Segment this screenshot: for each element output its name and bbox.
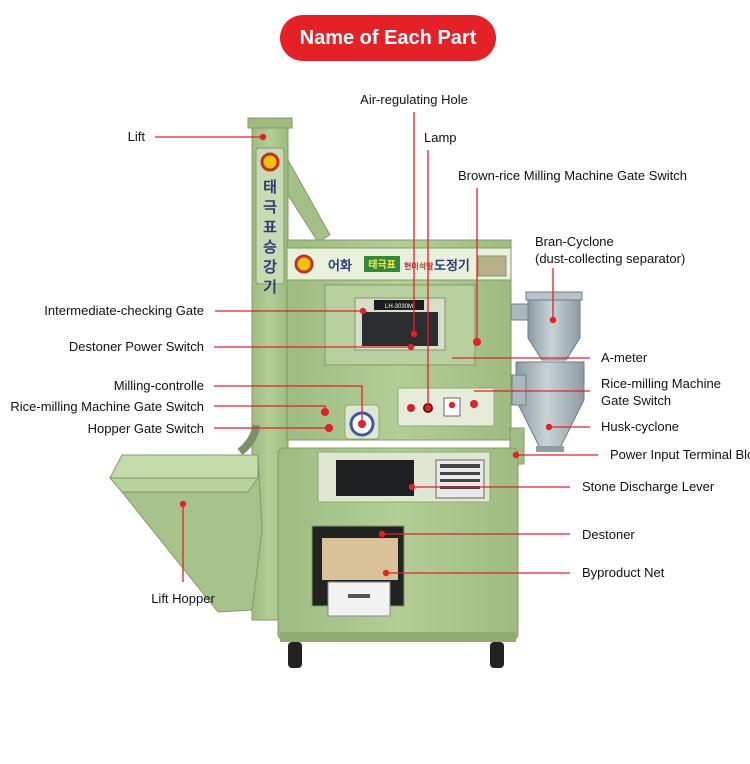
label-stone-discharge-lever: Stone Discharge Lever — [582, 479, 715, 494]
lift-brand-char: 극 — [263, 198, 277, 216]
label-destoner: Destoner — [582, 527, 635, 542]
destoner-power-switch-knob[interactable] — [407, 404, 415, 412]
inspection-window — [362, 312, 438, 346]
lift-brand-char: 기 — [263, 278, 277, 296]
dot-rice-milling-gate-switch-right — [470, 400, 478, 408]
caster-wheel — [490, 642, 504, 668]
label-destoner-power-switch: Destoner Power Switch — [69, 339, 204, 354]
dot-intermediate-checking-gate — [359, 307, 367, 315]
brand-emblem-icon — [260, 152, 280, 172]
caster-wheel — [288, 642, 302, 668]
lift-brand-char: 강 — [263, 258, 277, 276]
dot-hopper-gate-switch — [325, 424, 333, 432]
dot-power-input-terminal — [512, 451, 520, 459]
brand-emblem-icon — [294, 254, 314, 274]
brand-product: 도정기 — [434, 258, 470, 274]
dot-stone-discharge-lever — [408, 483, 416, 491]
label-rice-milling-gate-switch-right: Rice-milling Machine — [601, 376, 721, 391]
dot-destoner-power-switch — [407, 343, 415, 351]
leader-milling-controller — [214, 385, 363, 424]
dot-lift — [259, 133, 267, 141]
label-a-meter: A-meter — [601, 350, 648, 365]
dot-rice-milling-gate-switch-left — [321, 408, 329, 416]
lift-brand-char: 표 — [263, 218, 277, 236]
dot-byproduct-net — [382, 569, 390, 577]
dot-air-regulating-hole — [410, 330, 418, 338]
label-lift-hopper: Lift Hopper — [151, 591, 215, 606]
label-air-regulating-hole: Air-regulating Hole — [360, 92, 468, 107]
dot-destoner — [378, 530, 386, 538]
label-bran-cyclone: Bran-Cyclone — [535, 234, 614, 249]
label-brown-rice-gate-switch: Brown-rice Milling Machine Gate Switch — [458, 168, 687, 183]
byproduct-net-box — [327, 581, 391, 617]
label-milling-controller: Milling-controlle — [114, 378, 204, 393]
upper-body: 어화 태극표 현미석발 도정기 LH-3030M — [286, 239, 512, 441]
label-rice-milling-gate-switch-right-2: Gate Switch — [601, 393, 671, 408]
label-lift: Lift — [128, 129, 146, 144]
page-title: Name of Each Part — [280, 15, 496, 61]
dot-brown-rice-gate-switch — [473, 338, 481, 346]
label-power-input-terminal: Power Input Terminal Block — [610, 447, 750, 462]
lower-body — [277, 427, 525, 668]
lift-hopper — [108, 424, 263, 613]
lift-brand-char: 승 — [263, 238, 277, 256]
brand-badge: 태극표 — [368, 258, 396, 271]
label-byproduct-net: Byproduct Net — [582, 565, 665, 580]
label-hopper-gate-switch: Hopper Gate Switch — [88, 421, 204, 436]
brand-small: 현미석발 — [404, 261, 434, 271]
label-rice-milling-gate-switch-left: Rice-milling Machine Gate Switch — [10, 399, 204, 414]
dot-milling-controller — [358, 420, 366, 428]
dot-husk-cyclone — [545, 423, 553, 431]
dot-bran-cyclone — [549, 316, 557, 324]
label-lamp: Lamp — [424, 130, 457, 145]
model-plate: LH-3030M — [385, 304, 413, 310]
dot-lamp — [424, 404, 432, 412]
label-husk-cyclone: Husk-cyclone — [601, 419, 679, 434]
stone-discharge-window — [336, 460, 414, 496]
lift-brand-char: 태 — [263, 178, 277, 196]
brand-name: 어화 — [328, 258, 352, 274]
brand-badge-bg — [364, 256, 400, 272]
label-intermediate-checking-gate: Intermediate-checking Gate — [44, 303, 204, 318]
dot-lift-hopper — [179, 500, 187, 508]
dot-a-meter — [448, 401, 456, 409]
label-bran-cyclone-sub: (dust-collecting separator) — [535, 251, 685, 266]
